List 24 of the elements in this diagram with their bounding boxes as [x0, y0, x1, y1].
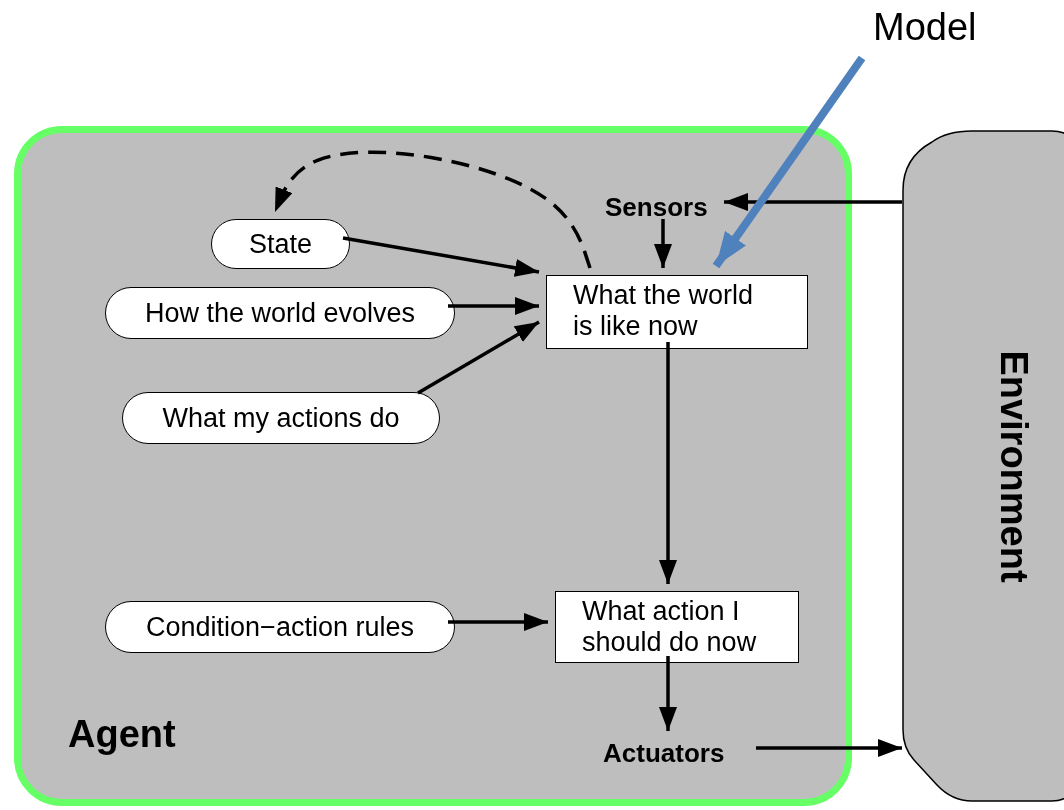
- knowledge-pill: Condition−action rules: [105, 601, 455, 653]
- agent-label: Agent: [68, 713, 176, 756]
- annotation-label: Model: [873, 6, 1005, 54]
- arrow: [659, 342, 677, 584]
- arrow: [654, 219, 672, 268]
- port-label: Sensors: [605, 192, 731, 224]
- arrow: [756, 739, 902, 757]
- arrow: [659, 656, 677, 731]
- process-box: What action I should do now: [555, 591, 799, 663]
- arrow: [342, 236, 540, 278]
- environment-panel: [902, 130, 1064, 802]
- agent-container: [14, 126, 852, 806]
- arrow: [448, 297, 539, 315]
- knowledge-pill: State: [211, 219, 350, 269]
- process-box: What the world is like now: [546, 275, 808, 349]
- environment-label: Environment: [991, 348, 1036, 585]
- arrow: [273, 150, 592, 269]
- port-label: Actuators: [603, 738, 749, 772]
- leader-arrow: [712, 55, 866, 269]
- arrow: [448, 613, 548, 631]
- knowledge-pill: What my actions do: [122, 392, 440, 444]
- arrow: [724, 193, 902, 211]
- knowledge-pill: How the world evolves: [105, 287, 455, 339]
- arrow: [417, 320, 540, 395]
